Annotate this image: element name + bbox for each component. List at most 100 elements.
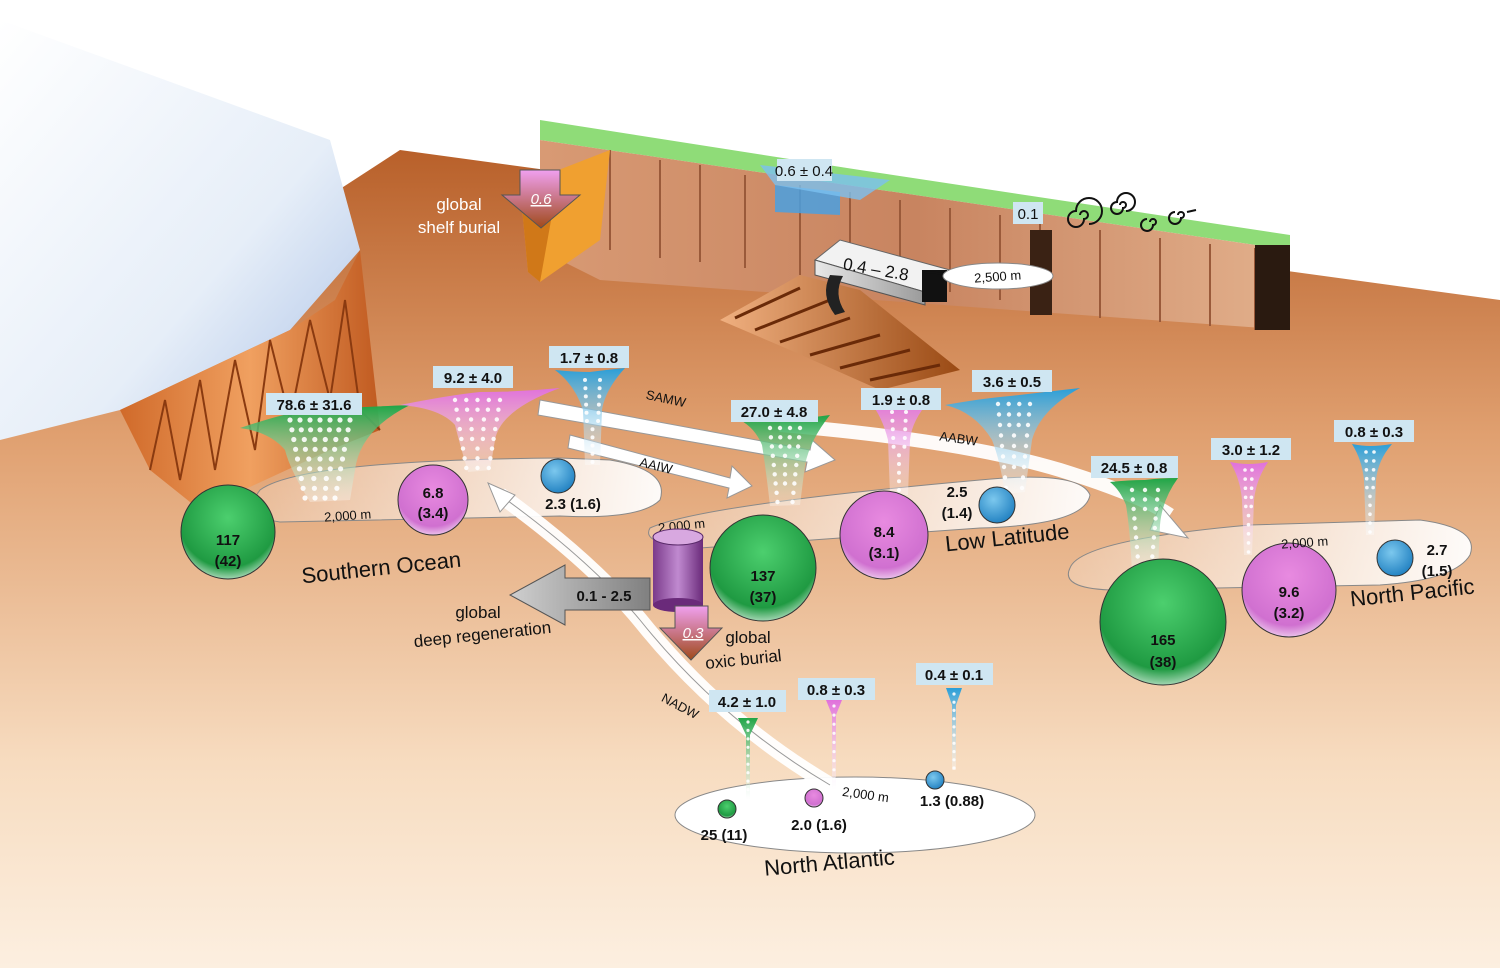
particle-dot xyxy=(832,731,836,735)
pool-ll-carb-1: 8.4 xyxy=(874,524,896,541)
particle-dot xyxy=(596,410,601,415)
particle-dot xyxy=(307,417,313,423)
particle-dot xyxy=(464,465,469,471)
particle-dot xyxy=(832,759,836,763)
particle-dot xyxy=(832,777,836,781)
funnel-ll-org xyxy=(945,388,1080,494)
sediment-cylinder xyxy=(652,528,704,612)
particle-dot xyxy=(341,446,347,452)
particle-dot xyxy=(307,466,313,472)
particle-dot xyxy=(1023,443,1029,449)
particle-dot xyxy=(897,453,901,458)
flux-np-carb: 3.0 ± 1.2 xyxy=(1222,442,1280,459)
pool-circle-so-opal xyxy=(180,484,276,580)
particle-dot xyxy=(496,407,501,412)
samw-arrow xyxy=(537,399,836,473)
particle-dot xyxy=(583,394,588,399)
particle-dot xyxy=(491,436,496,442)
particle-dot xyxy=(327,466,333,472)
particle-dot xyxy=(1155,487,1161,493)
particle-dot xyxy=(1244,504,1248,509)
pool-np-opal-2: (38) xyxy=(1150,654,1177,671)
depth-label-so: 2,000 m xyxy=(324,506,372,524)
funnel-so-org xyxy=(555,368,625,465)
particle-dot xyxy=(1249,495,1254,500)
particle-dot xyxy=(291,436,297,443)
particle-dot xyxy=(1246,522,1251,527)
particle-dot xyxy=(952,725,956,729)
particle-dot xyxy=(1246,513,1251,518)
particle-dot xyxy=(333,436,339,443)
particle-dot xyxy=(457,426,462,432)
particle-dot xyxy=(832,768,836,772)
pool-circle-np-carb xyxy=(1241,542,1337,638)
particle-dot xyxy=(301,436,307,443)
particle-dot xyxy=(317,466,323,472)
particle-dot xyxy=(1011,464,1017,470)
flux-so-carb: 9.2 ± 4.0 xyxy=(444,370,502,387)
particle-dot xyxy=(597,386,602,391)
particle-dot xyxy=(1151,535,1157,540)
particle-dot xyxy=(795,444,801,449)
dust-spiral-icon xyxy=(1067,192,1197,232)
particle-dot xyxy=(464,407,470,412)
particle-dot xyxy=(1026,412,1032,417)
particle-dot xyxy=(338,466,344,472)
particle-dot xyxy=(317,456,323,462)
pool-circle-ll-carb xyxy=(839,490,929,580)
particle-dot xyxy=(767,425,773,431)
particle-dot xyxy=(347,417,353,423)
particle-dot xyxy=(1011,454,1017,459)
particle-dot xyxy=(481,417,487,422)
particle-dot xyxy=(1368,512,1372,516)
particle-dot xyxy=(590,451,595,456)
particle-dot xyxy=(832,786,836,790)
particle-dot xyxy=(584,402,589,407)
funnel-np-org xyxy=(1352,444,1392,535)
pool-so-carb-1: 6.8 xyxy=(423,485,444,502)
particle-dot xyxy=(488,456,493,461)
particle-dot xyxy=(1027,401,1033,407)
particle-dot xyxy=(1019,485,1025,491)
particle-dot xyxy=(952,766,956,770)
particle-dot xyxy=(1153,516,1158,521)
particle-dot xyxy=(486,397,491,403)
particle-dot xyxy=(746,779,750,783)
particle-dot xyxy=(897,488,901,492)
particle-dot xyxy=(294,456,301,462)
particle-dot xyxy=(317,427,323,433)
particle-dot xyxy=(746,745,750,749)
particle-dot xyxy=(746,762,750,766)
particle-dot xyxy=(1001,464,1007,470)
particle-dot xyxy=(1364,476,1369,481)
particle-dot xyxy=(832,704,836,708)
particle-dot xyxy=(460,446,466,451)
particle-dot xyxy=(454,407,459,412)
particle-dot xyxy=(999,443,1005,449)
particle-dot xyxy=(952,741,956,745)
particle-dot xyxy=(1155,497,1160,502)
particle-dot xyxy=(891,444,896,449)
particle-dot xyxy=(300,485,306,491)
particle-dot xyxy=(1365,485,1369,490)
depth-plane-atlantic xyxy=(674,776,1036,854)
particle-dot xyxy=(1135,554,1140,559)
pool-circle-na-carb xyxy=(804,788,824,808)
continental-shelf xyxy=(520,120,1290,330)
particle-dot xyxy=(485,407,491,412)
particle-dot xyxy=(897,462,901,466)
particle-dot xyxy=(1142,487,1148,493)
particle-dot xyxy=(312,495,318,501)
funnel-np-opal xyxy=(1110,478,1178,572)
pool-circle-np-opal xyxy=(1099,558,1227,686)
particle-dot xyxy=(590,435,595,440)
particle-dot xyxy=(306,456,312,462)
particle-dot xyxy=(337,417,343,423)
pool-na-carb: 2.0 (1.6) xyxy=(791,817,847,834)
particle-dot xyxy=(904,410,908,414)
particle-dot xyxy=(1371,485,1375,490)
particle-dot xyxy=(832,750,836,754)
deep-regen-value: 0.1 - 2.5 xyxy=(576,588,631,605)
particle-dot xyxy=(1006,412,1012,417)
